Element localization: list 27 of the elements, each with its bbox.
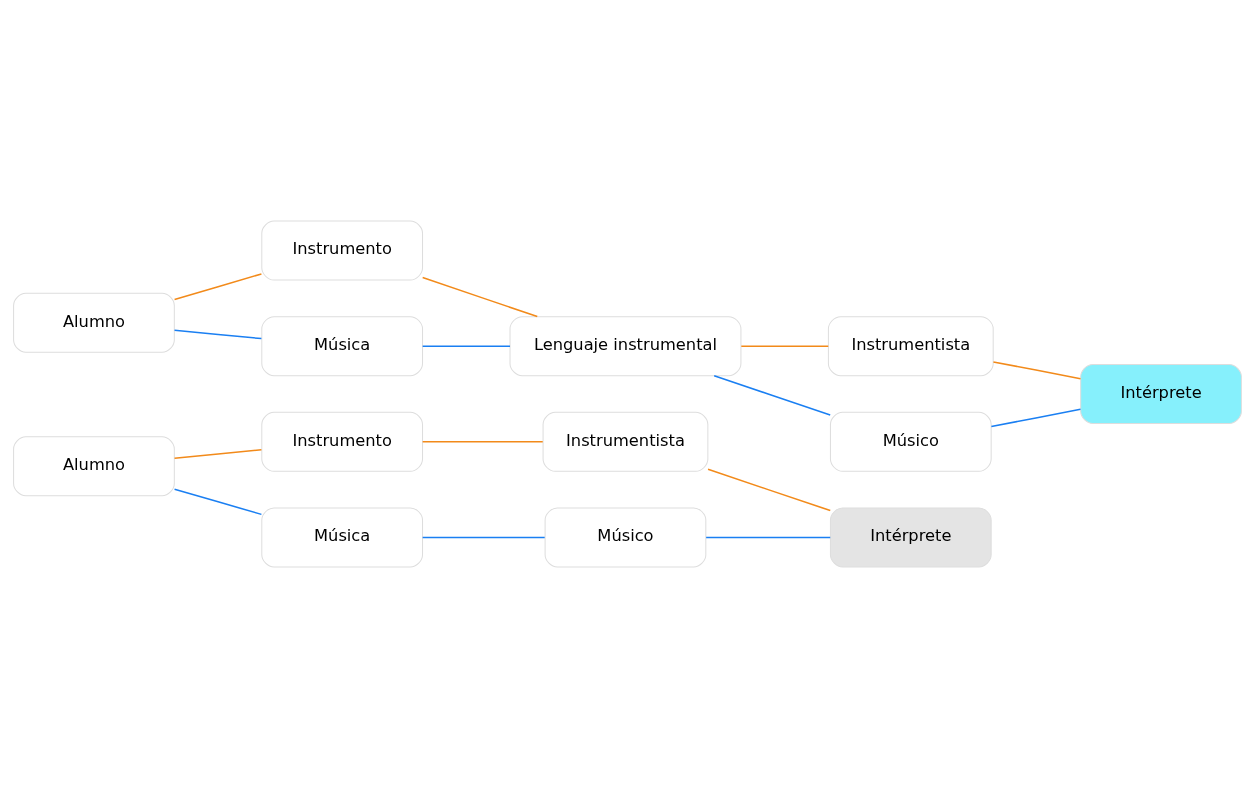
connector [704, 536, 831, 538]
node-box: Alumno [12, 435, 175, 496]
connector [173, 448, 262, 459]
node-box: Músico [829, 411, 992, 472]
connector [421, 344, 511, 347]
node-box: Alumno [12, 292, 175, 353]
connector [992, 360, 1081, 379]
connector [712, 374, 831, 416]
connector [173, 272, 262, 300]
connector [740, 344, 829, 347]
connector [173, 329, 262, 339]
connector [990, 408, 1081, 427]
connector [421, 440, 543, 443]
connector [173, 487, 262, 515]
node-box: Instrumentista [542, 411, 708, 472]
connector [706, 468, 831, 511]
node-box: Música [260, 315, 423, 376]
connector [421, 536, 545, 538]
node-box: Intérprete [1079, 363, 1242, 424]
node-box: Instrumento [260, 411, 423, 472]
connector [421, 276, 538, 317]
node-box: Músico [544, 506, 706, 567]
node-box: Intérprete [829, 506, 992, 567]
node-box: Instrumentista [827, 315, 994, 376]
node-box: Instrumento [260, 220, 423, 281]
node-box: Música [260, 506, 423, 567]
node-box: Lenguaje instrumental [509, 315, 741, 376]
